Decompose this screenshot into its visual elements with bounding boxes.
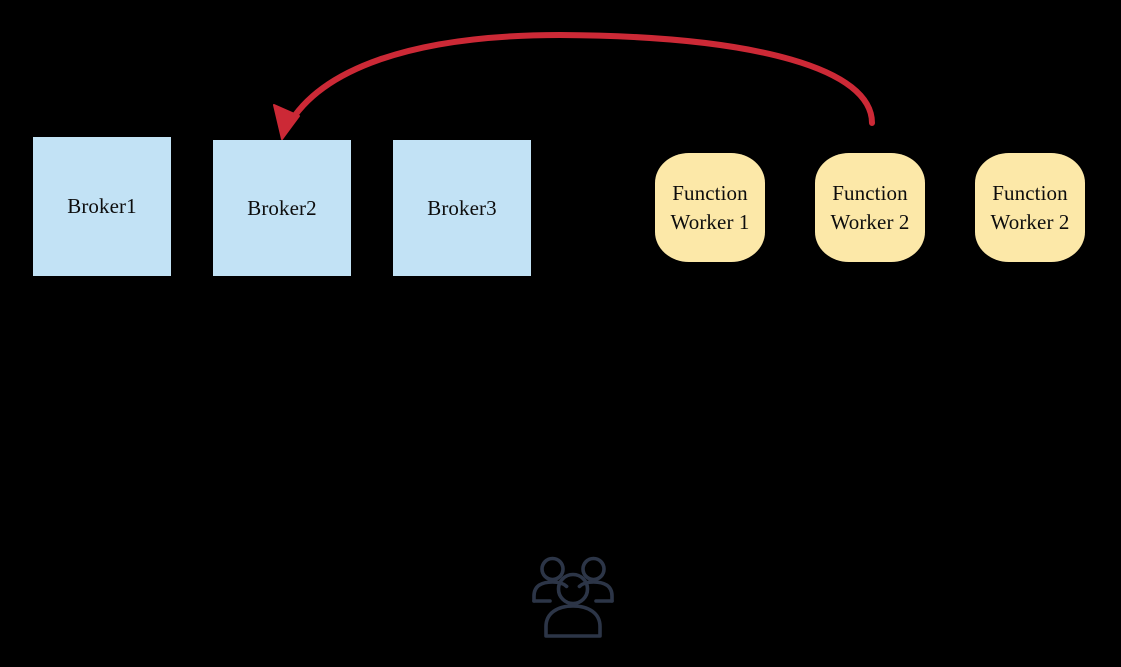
function-worker-node-1[interactable]: Function Worker 1	[655, 153, 765, 262]
function-worker-node-3[interactable]: Function Worker 2	[975, 153, 1085, 262]
users-group-icon-body-right	[577, 580, 614, 603]
users-group-icon-head-right	[581, 556, 606, 582]
worker-to-broker-arrow	[273, 31, 875, 140]
users-group-icon-body-left	[532, 580, 569, 603]
broker-node-1-label: Broker1	[67, 194, 137, 218]
broker-node-2-label: Broker2	[247, 195, 317, 220]
users-group-icon-body-center	[544, 604, 602, 638]
users-group-icon-head-center	[556, 572, 590, 606]
connector-curve	[285, 31, 875, 129]
function-worker-node-3-label: Function Worker 2	[990, 180, 1070, 234]
function-worker-node-2-label: Function Worker 2	[830, 180, 910, 234]
function-worker-node-1-label: Function Worker 1	[670, 180, 750, 234]
broker-node-3[interactable]: Broker3	[393, 140, 531, 276]
users-group-icon-head-left	[540, 556, 565, 582]
broker-node-2[interactable]: Broker2	[213, 140, 351, 276]
connector-arrowhead	[273, 104, 300, 140]
broker-node-3-label: Broker3	[427, 195, 497, 220]
users-group-icon	[532, 556, 614, 638]
broker-node-1[interactable]: Broker1	[33, 137, 171, 276]
function-worker-node-2[interactable]: Function Worker 2	[815, 153, 925, 262]
